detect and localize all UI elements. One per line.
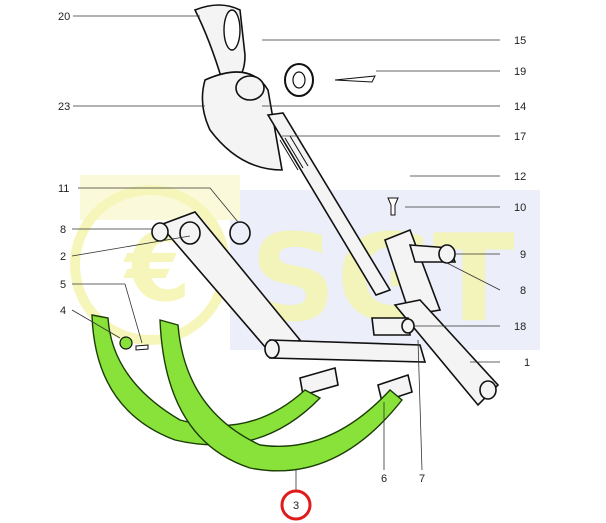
callout-17: 17 xyxy=(514,131,526,143)
leader-lines xyxy=(71,15,501,492)
callout-labels: 20 15 19 23 14 17 11 12 10 8 2 9 5 8 4 1… xyxy=(58,11,530,485)
callout-1: 1 xyxy=(524,357,530,369)
bearing-15 xyxy=(235,75,265,101)
callout-8-right: 8 xyxy=(520,285,526,297)
sgt-watermark: € SGT xyxy=(70,175,540,350)
highlight-part-3[interactable]: 3 xyxy=(280,489,312,521)
callout-14: 14 xyxy=(514,101,526,113)
pin-5 xyxy=(135,344,149,351)
callout-19: 19 xyxy=(514,66,526,78)
callout-5: 5 xyxy=(60,279,66,291)
washer-11 xyxy=(229,221,251,245)
tine-left xyxy=(91,314,322,446)
callout-7: 7 xyxy=(419,473,425,485)
tine-holder-left xyxy=(299,366,339,397)
callout-3: 3 xyxy=(293,500,299,512)
lever-slot xyxy=(223,9,241,51)
callout-10: 10 xyxy=(514,202,526,214)
bolt-10 xyxy=(387,197,399,216)
spring-tines xyxy=(91,314,403,472)
washer-19 xyxy=(284,63,314,97)
callout-11: 11 xyxy=(58,183,69,195)
callout-12: 12 xyxy=(514,171,526,183)
callout-15: 15 xyxy=(514,35,526,47)
watermark-band xyxy=(80,175,240,220)
spring-rod xyxy=(266,112,392,296)
callout-18: 18 xyxy=(514,321,526,333)
left-pivot xyxy=(179,221,201,245)
callout-8-left: 8 xyxy=(60,224,66,236)
nut-4 xyxy=(119,336,133,350)
left-arm xyxy=(158,211,302,357)
highlight-ring xyxy=(280,489,312,521)
callout-6: 6 xyxy=(381,473,387,485)
callout-4: 4 xyxy=(60,305,66,317)
bushing-8-left xyxy=(151,222,169,242)
callout-20: 20 xyxy=(58,11,70,23)
callout-23: 23 xyxy=(58,101,70,113)
cam-housing xyxy=(201,71,283,171)
cotter-pin xyxy=(334,75,376,83)
callout-9: 9 xyxy=(520,249,526,261)
spring-coil xyxy=(279,135,309,171)
right-bracket xyxy=(384,228,442,316)
clamp-18 xyxy=(371,317,411,336)
tine-right xyxy=(159,319,403,472)
bushing-8-right xyxy=(438,244,456,264)
callout-2: 2 xyxy=(60,251,66,263)
